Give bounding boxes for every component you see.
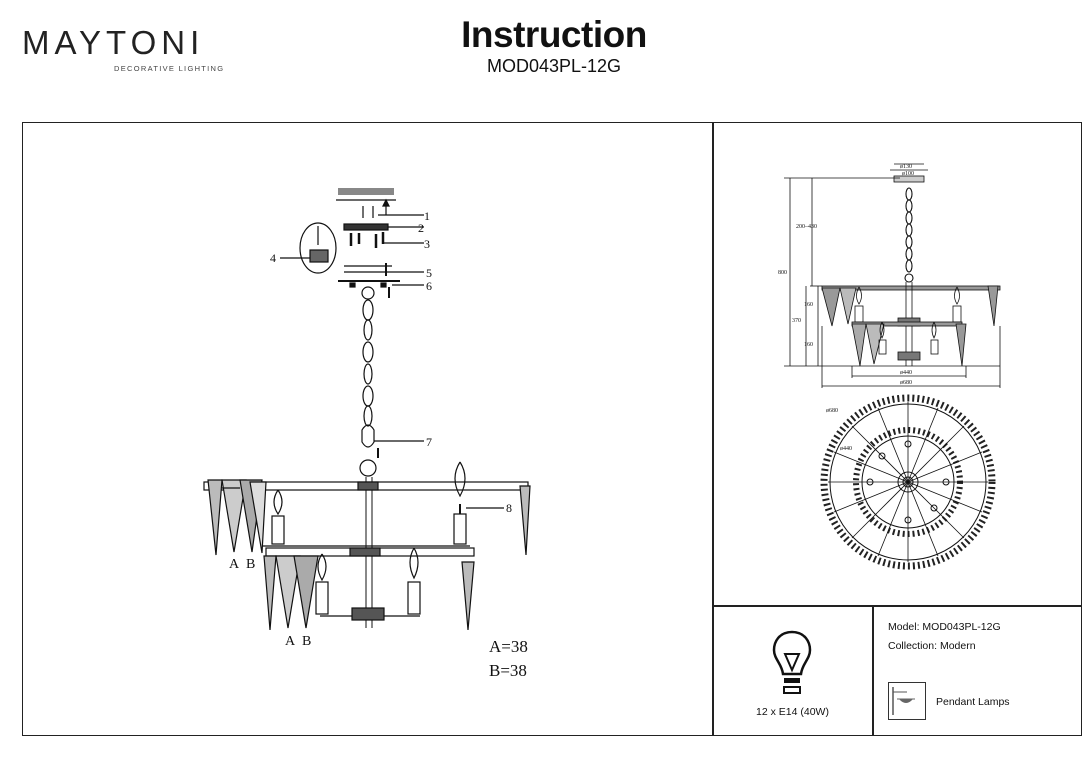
callout-4: 4 <box>270 251 276 265</box>
elevation-drawing: ø130 ø100 200–430 800 160 370 160 ø440 ø… <box>778 163 1001 388</box>
crystal-label-a-top: A <box>229 557 240 572</box>
top-view-drawing: ø680 ø440 <box>820 394 996 570</box>
maytoni-logo: MAYTONI DECORATIVE LIGHTING <box>22 20 225 74</box>
dim-canopy-inner: ø100 <box>902 171 914 177</box>
callout-1: 1 <box>424 209 430 223</box>
collection-label: Collection: Modern <box>888 640 976 652</box>
model-code: MOD043PL-12G <box>486 56 622 76</box>
dim-chain-range: 200–430 <box>796 224 817 230</box>
brand-name: MAYTONI <box>22 24 205 61</box>
callout-2: 2 <box>418 221 424 235</box>
dim-body-height: 370 <box>792 318 801 324</box>
model-label: Model: MOD043PL-12G <box>888 621 1001 633</box>
spec-divider-vertical <box>872 605 874 736</box>
crystal-label-b-top: B <box>246 557 255 572</box>
count-a: A=38 <box>489 637 528 656</box>
frame-divider-vertical <box>712 122 714 736</box>
category-label: Pendant Lamps <box>936 696 1010 708</box>
count-b: B=38 <box>489 661 527 680</box>
dim-outer-diameter: ø680 <box>900 380 912 386</box>
pendant-lamp-icon <box>888 682 926 720</box>
light-bulb-icon <box>772 630 812 694</box>
crystal-label-a-bottom: A <box>285 634 296 649</box>
callout-6: 6 <box>426 279 432 293</box>
page-title: Instruction <box>461 14 647 55</box>
dim-inner-diameter: ø440 <box>900 370 912 376</box>
brand-tagline: DECORATIVE LIGHTING <box>114 64 225 73</box>
dim-total-height: 800 <box>778 270 787 276</box>
dim-tier-top: 160 <box>804 302 813 308</box>
callout-7: 7 <box>426 435 432 449</box>
callout-3: 3 <box>424 237 430 251</box>
dim-canopy-outer: ø130 <box>900 164 912 170</box>
dim-top-inner: ø440 <box>840 446 852 452</box>
bulb-spec: 12 x E14 (40W) <box>756 706 829 718</box>
callout-8: 8 <box>506 501 512 515</box>
crystal-label-b-bottom: B <box>302 634 311 649</box>
frame-divider-horizontal <box>712 605 1082 607</box>
dim-tier-bottom: 160 <box>804 342 813 348</box>
drawing-frame <box>22 122 1082 736</box>
dim-top-outer: ø680 <box>826 408 838 414</box>
assembly-drawing: 1 2 3 4 5 6 7 8 A B A B A=38 B=38 <box>203 188 531 680</box>
callout-5: 5 <box>426 266 432 280</box>
